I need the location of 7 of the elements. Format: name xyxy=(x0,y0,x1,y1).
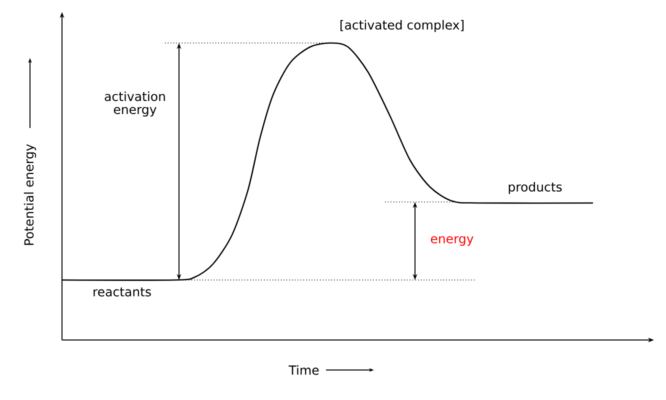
axis-label: Time xyxy=(288,365,319,375)
level-label: reactants xyxy=(94,288,151,296)
axis-label: Potential energy xyxy=(24,144,36,245)
dimension-label: activation energy xyxy=(104,91,165,117)
level-label: products xyxy=(508,182,562,194)
dimension-label: energy xyxy=(430,236,474,246)
peak-label: [activated complex] xyxy=(340,20,464,32)
